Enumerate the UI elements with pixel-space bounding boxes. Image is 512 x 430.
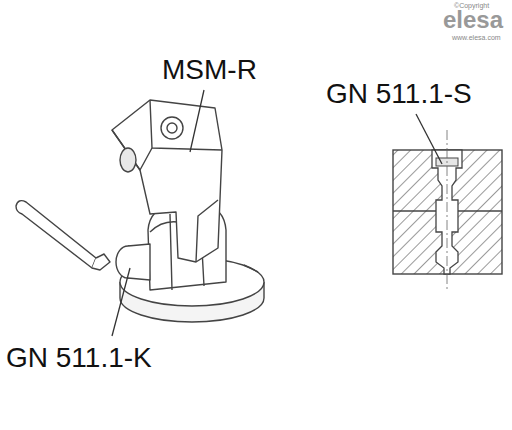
cross-section [393, 130, 502, 292]
watermark-url: www.elesa.com [452, 34, 501, 41]
leader-lines [112, 90, 442, 336]
part-name: GN 511.1-K [6, 344, 152, 372]
watermark-logo: elesa [443, 8, 503, 32]
part-name: MSM-R [162, 56, 257, 84]
part-name: GN 511.1-S [326, 80, 472, 108]
assembly-drawing [16, 100, 264, 322]
